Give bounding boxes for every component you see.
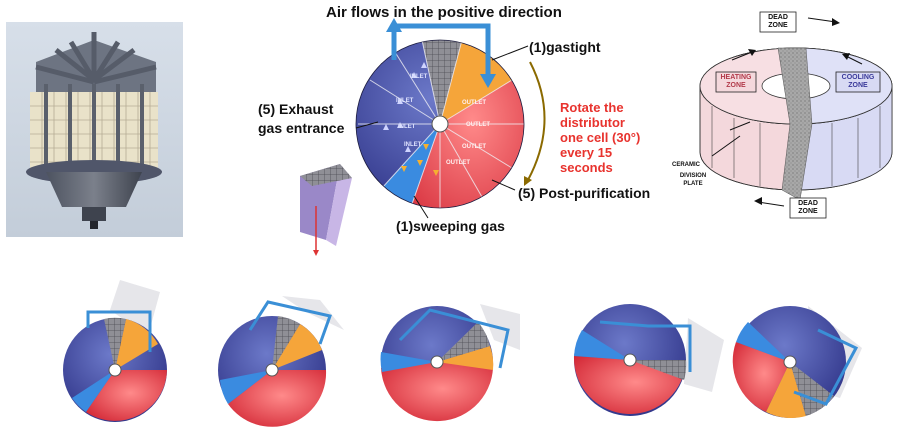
rotate-note-line-5: seconds — [560, 160, 613, 175]
zone-diagram — [699, 11, 893, 219]
air-flow-arrowhead-up — [386, 18, 402, 32]
sweeping-gas-label: (1)sweeping gas — [396, 218, 505, 234]
rotate-note-line-1: Rotate the — [560, 100, 624, 115]
sequence-disc-5 — [732, 306, 862, 418]
outlet-text-2: OUTLET — [466, 122, 490, 128]
sequence-disc-4 — [573, 304, 724, 416]
inlet-text-1: INLET — [396, 98, 414, 104]
air-flow-arrow — [391, 23, 491, 80]
rotation-arrowhead — [524, 176, 532, 186]
rotate-note-line-4: every 15 — [560, 145, 613, 160]
dead-zone-bottom-label: DEAD ZONE — [798, 200, 818, 215]
sequence-disc-2 — [218, 296, 344, 427]
exhaust-label-line2: gas entrance — [258, 120, 345, 136]
post-purification-label: (5) Post-purification — [518, 185, 651, 201]
main-diagram-title: Air flows in the positive direction — [326, 4, 562, 21]
rotate-note-line-3: one cell (30°) — [560, 130, 641, 145]
rto-unit-photo — [6, 22, 183, 237]
outlet-text-1: OUTLET — [462, 100, 486, 106]
air-flow-arrowhead-down — [480, 74, 496, 88]
sequence-disc-3 — [380, 304, 520, 422]
inlet-flow-arrows — [383, 62, 427, 152]
exhaust-label-line1: (5) Exhaust — [258, 101, 334, 117]
rotate-note-line-2: distributor — [560, 115, 625, 130]
cooling-zone-label: COOLING ZONE — [841, 74, 875, 89]
rotation-arrow — [527, 61, 546, 181]
sequence-disc-1 — [63, 280, 167, 422]
heating-zone-label: HEATING ZONE — [720, 74, 752, 89]
rto-unit-illustration — [6, 22, 183, 237]
outlet-text-4: OUTLET — [446, 160, 470, 166]
ceramic-label: CERAMIC — [672, 162, 700, 168]
inlet-text-2: INLET — [398, 124, 416, 130]
bottom-sequence — [63, 280, 862, 427]
rotate-note: Rotate the distributor one cell (30°) ev… — [560, 100, 670, 175]
dead-zone-top-label: DEAD ZONE — [768, 14, 788, 29]
outlet-text-3: OUTLET — [462, 144, 486, 150]
division-plate-label: DIVISION PLATE — [679, 173, 707, 187]
gastight-label: (1)gastight — [529, 39, 601, 55]
cell-prism — [300, 164, 352, 256]
inlet-text-4: INLET — [410, 74, 428, 80]
inlet-text-3: INLET — [404, 142, 422, 148]
outlet-flow-arrows — [401, 144, 439, 176]
